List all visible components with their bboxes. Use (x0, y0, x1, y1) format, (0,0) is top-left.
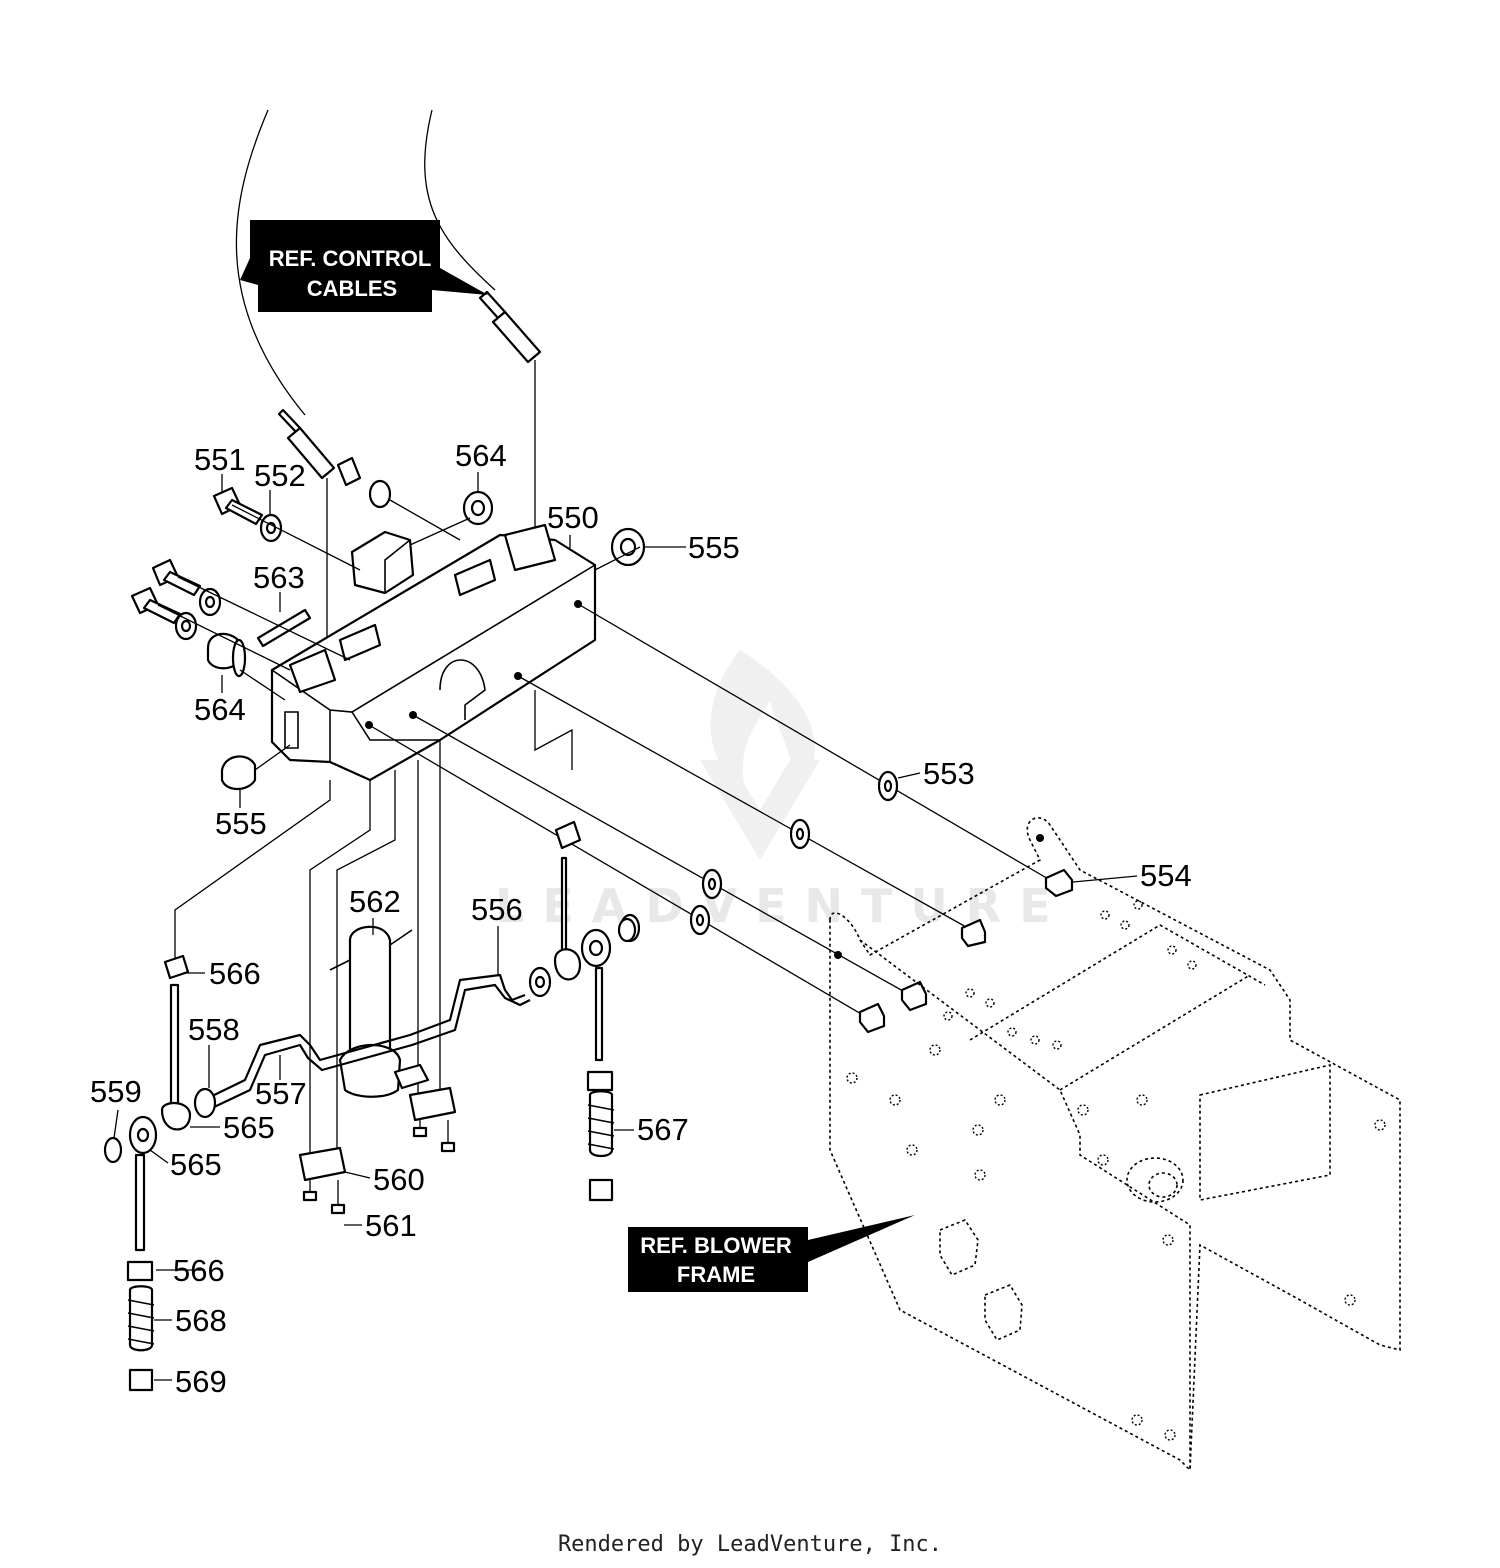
leader-lines (174, 603, 1051, 1160)
callout-552: 552 (254, 458, 306, 493)
callout-560: 560 (373, 1162, 425, 1197)
callout-569: 569 (175, 1364, 227, 1399)
callout-564-b: 564 (194, 692, 246, 727)
callout-568: 568 (175, 1303, 227, 1338)
footer-credit: Rendered by LeadVenture, Inc. (557, 1532, 943, 1557)
callout-558: 558 (188, 1012, 240, 1047)
callout-564-a: 564 (455, 438, 507, 473)
ref-control-cables-line1: REF. CONTROL (269, 246, 432, 271)
callout-567: 567 (637, 1112, 689, 1147)
ref-blower-frame-line1: REF. BLOWER (640, 1233, 792, 1258)
callout-555-a: 555 (688, 530, 740, 565)
callout-565-b: 565 (170, 1147, 222, 1182)
ref-control-cables-label: REF. CONTROL CABLES (240, 220, 488, 312)
callout-562: 562 (349, 884, 401, 919)
control-bracket (270, 523, 597, 782)
frame-hardware (619, 770, 1074, 1034)
callout-555-b: 555 (215, 806, 267, 841)
linkage-assembly (103, 820, 637, 1392)
callout-labels: 550 551 553 552 554 555 555 556 557 558 … (90, 438, 1192, 1399)
callout-566-a: 566 (209, 956, 261, 991)
callout-leaders (113, 472, 1138, 1381)
callout-554: 554 (1140, 858, 1192, 893)
callout-565-a: 565 (223, 1110, 275, 1145)
ref-control-cables-line2: CABLES (307, 276, 397, 301)
callout-551: 551 (194, 442, 246, 477)
watermark: LEADVENTURE (495, 650, 1069, 933)
watermark-text: LEADVENTURE (495, 879, 1069, 933)
callout-553: 553 (923, 756, 975, 791)
callout-561: 561 (365, 1208, 417, 1243)
callout-559: 559 (90, 1074, 142, 1109)
blower-frame (829, 817, 1401, 1472)
ref-blower-frame-label: REF. BLOWER FRAME (628, 1215, 915, 1292)
callout-550: 550 (547, 500, 599, 535)
callout-556: 556 (471, 892, 523, 927)
ref-blower-frame-line2: FRAME (677, 1262, 755, 1287)
callout-563: 563 (253, 560, 305, 595)
bolts-and-washers (130, 456, 646, 791)
callout-557: 557 (255, 1076, 307, 1111)
